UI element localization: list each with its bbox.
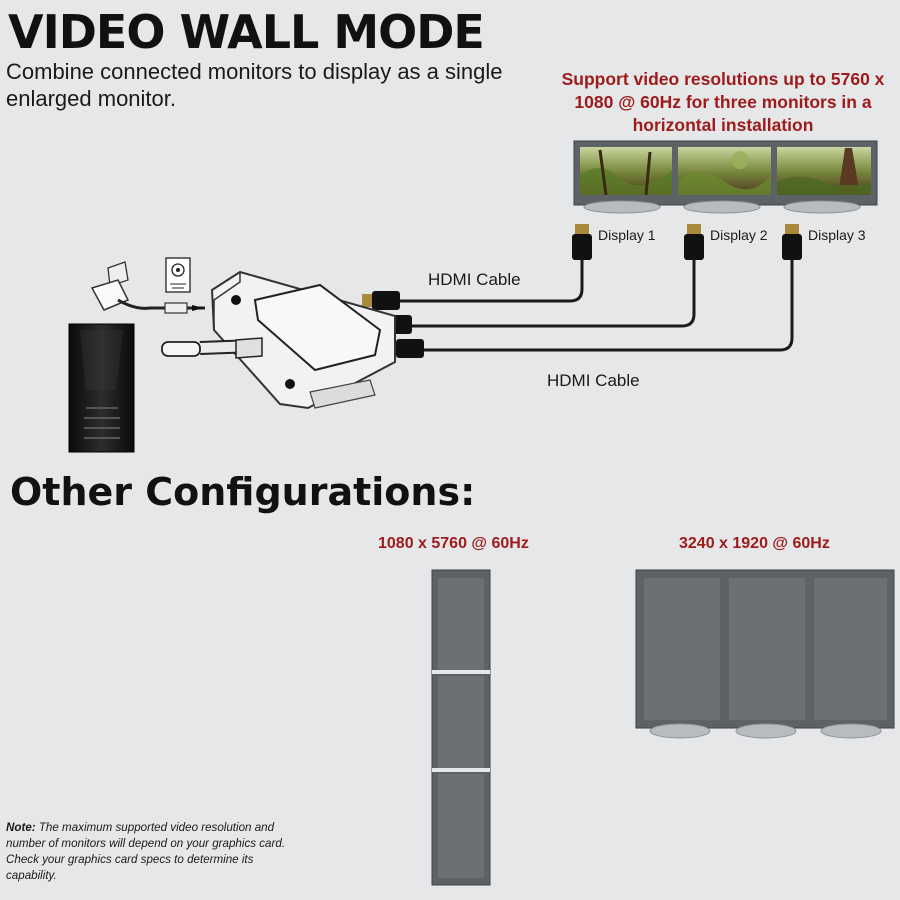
hdmi-cable-label-top: HDMI Cable [428,270,521,289]
landscape-config-resolution: 3240 x 1920 @ 60Hz [679,535,830,552]
usb-c-connector-icon [161,337,263,359]
power-adapter-icon [90,261,205,314]
display-label-3: Display 3 [808,227,866,243]
page-title: VIDEO WALL MODE [8,5,485,59]
monitor-screen-2 [678,147,771,195]
vertical-monitor-stack [431,569,491,886]
dc-power-symbol-icon [165,257,191,293]
support-resolution-text: Support video resolutions up to 5760 x 1… [561,69,885,135]
hdmi-cable-label-bottom: HDMI Cable [547,371,640,390]
landscape-monitor-wall [635,569,895,739]
note-body: The maximum supported video resolution a… [6,821,286,882]
hdmi-cables [398,258,794,352]
monitor-screen-3 [777,147,871,195]
display-label-2: Display 2 [710,227,768,243]
page-subtitle: Combine connected monitors to display as… [6,59,503,111]
laptop-icon [68,323,135,453]
docking-adapter-icon [210,270,396,410]
note-lead: Note: [6,821,36,834]
monitor-screen-1 [580,147,672,196]
other-configurations-title: Other Configurations: [10,470,476,514]
note-text: Note: The maximum supported video resolu… [6,820,286,884]
vertical-config-resolution: 1080 x 5760 @ 60Hz [378,535,529,552]
hdmi-connector-icon [572,224,802,260]
display-label-1: Display 1 [598,227,656,243]
horizontal-monitor-wall [573,140,878,214]
